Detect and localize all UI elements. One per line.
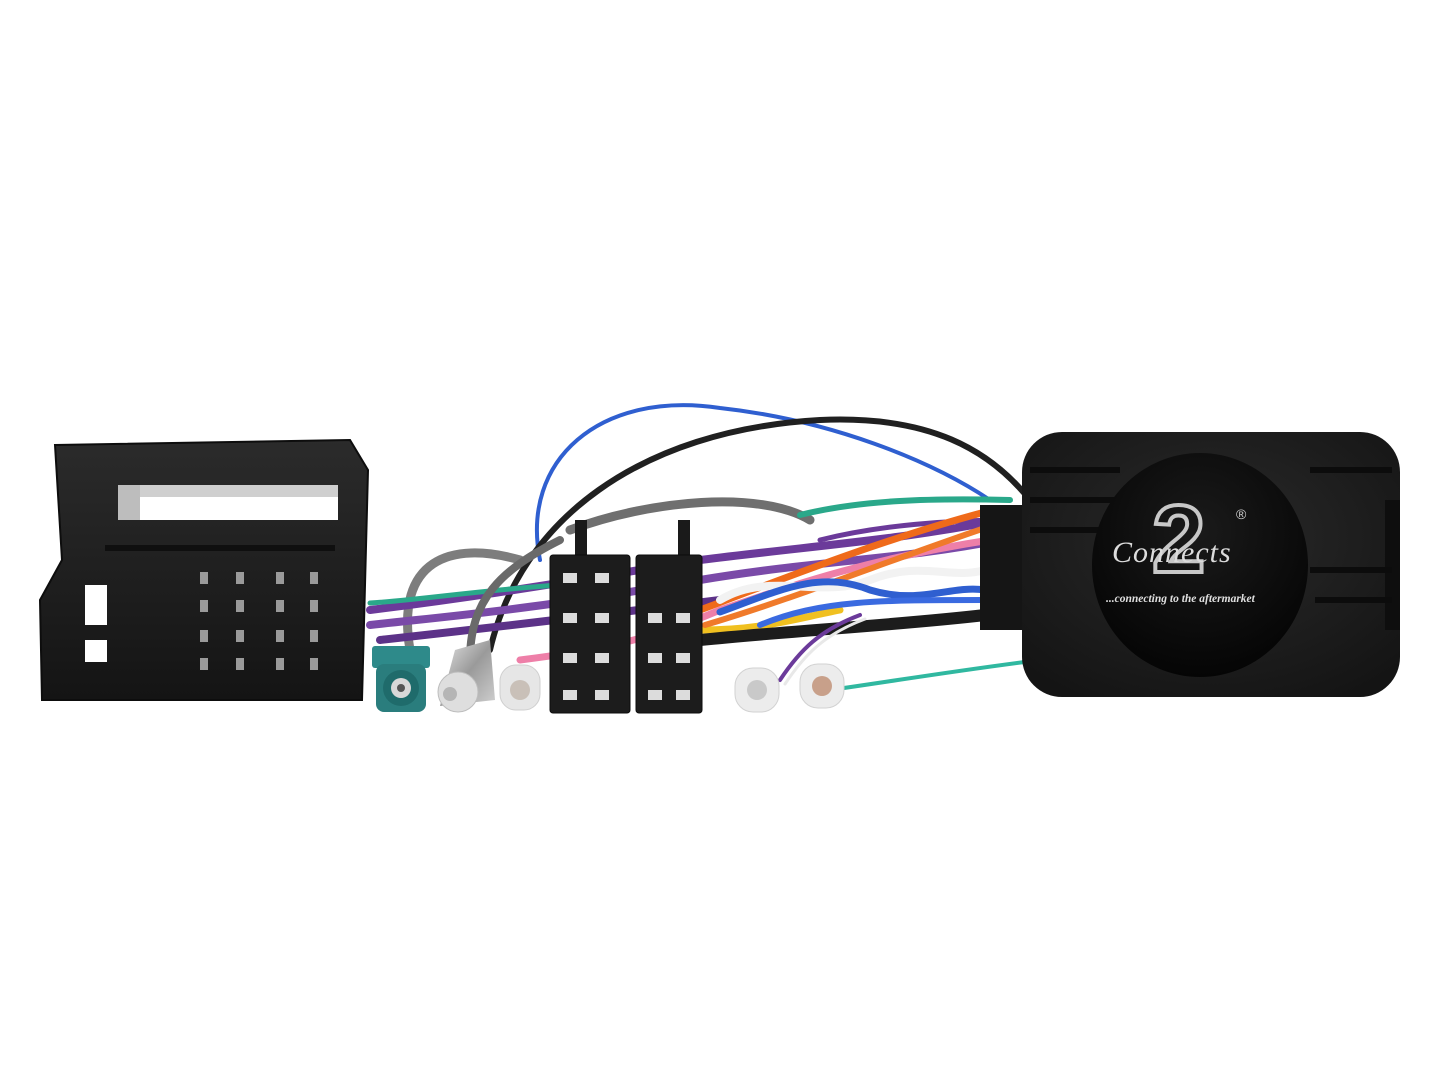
brand-logo: 2 ® Connects ...connecting to the afterm… <box>1100 490 1310 618</box>
connector-pins <box>200 572 318 670</box>
fakra-antenna-connector <box>372 646 430 712</box>
iso-connector-left <box>549 520 631 714</box>
rca-plug-pair <box>734 663 845 713</box>
rca-plug <box>499 664 541 711</box>
logo-registered-mark: ® <box>1236 506 1247 522</box>
quadlock-connector <box>38 438 370 701</box>
interface-box <box>980 432 1400 697</box>
logo-tagline: ...connecting to the aftermarket <box>1106 593 1255 605</box>
logo-brand-text: Connects <box>1112 536 1232 569</box>
din-antenna-plug <box>437 640 495 713</box>
logo-numeral: 2 <box>1150 486 1207 593</box>
iso-connector-right <box>635 520 703 714</box>
logo-disc <box>1092 453 1308 677</box>
